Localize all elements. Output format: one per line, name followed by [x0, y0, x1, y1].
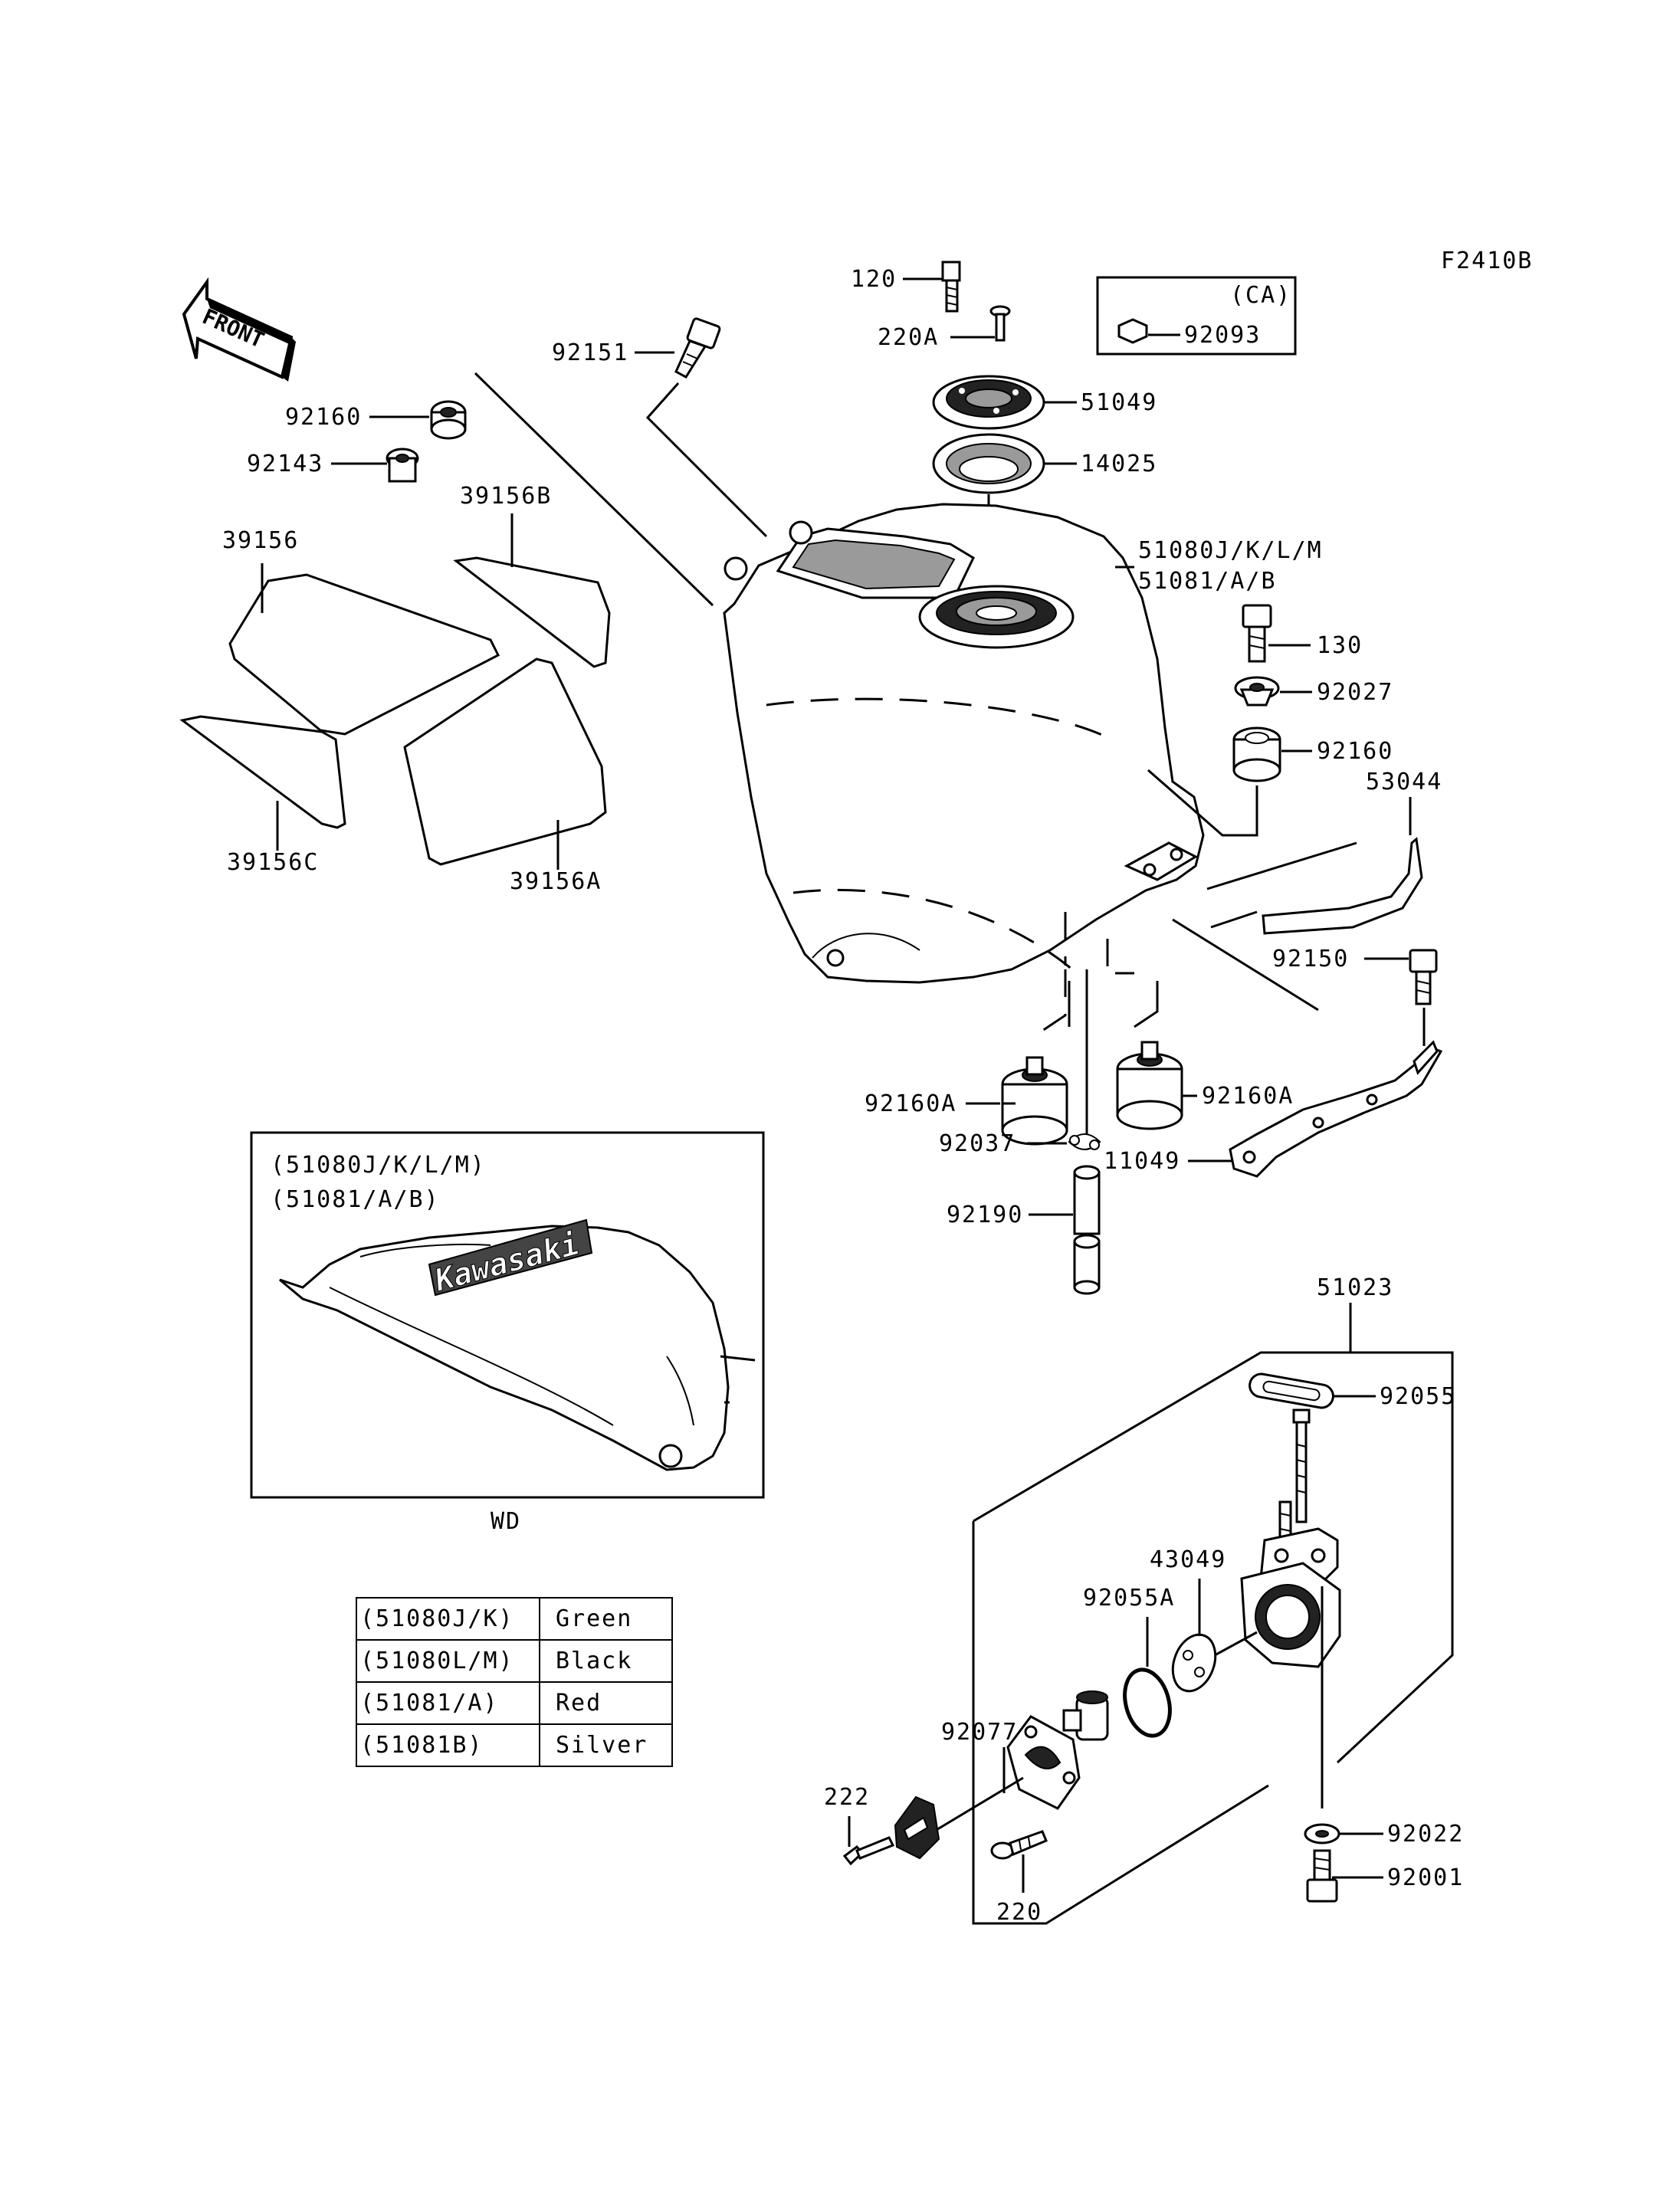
- label-51023: 51023: [1317, 1274, 1393, 1301]
- screw-222-icon: [842, 1836, 895, 1866]
- color-table-color: Black: [556, 1648, 632, 1674]
- label-14025: 14025: [1081, 451, 1157, 477]
- bolt-92001-icon: [1306, 1849, 1338, 1903]
- label-39156A: 39156A: [510, 868, 602, 895]
- bolt-92150-icon: [1409, 949, 1438, 1005]
- grommet-92160-right-icon: [1232, 726, 1281, 782]
- label-92151: 92151: [552, 339, 628, 366]
- label-220: 220: [996, 1899, 1042, 1926]
- o-ring-92055A-icon: [1123, 1667, 1172, 1738]
- label-220A: 220A: [878, 324, 939, 351]
- label-120: 120: [851, 266, 897, 293]
- collar-92143-icon: [386, 448, 419, 483]
- label-130: 130: [1317, 632, 1363, 659]
- mount-92160A-right-icon: [1116, 1041, 1183, 1130]
- label-222: 222: [824, 1784, 870, 1811]
- nut-icon: [1117, 318, 1148, 344]
- gasket-92055-icon: [1249, 1372, 1334, 1409]
- label-92143: 92143: [247, 451, 323, 477]
- mount-92160A-left-icon: [1001, 1056, 1068, 1146]
- inset-tank-icon: [279, 1218, 756, 1471]
- tank-label-2: 51081/A/B: [1138, 568, 1277, 595]
- label-39156: 39156: [222, 527, 299, 554]
- color-table: (51080J/K) Green (51080L/M) Black (51081…: [356, 1597, 673, 1767]
- label-11049: 11049: [1104, 1148, 1180, 1175]
- washer-92022-icon: [1304, 1823, 1340, 1844]
- wd-inset: (51080J/K/L/M) (51081/A/B) Kawasaki WD: [250, 1131, 765, 1535]
- cap-51049-icon: [932, 375, 1045, 430]
- label-92160A-right: 92160A: [1202, 1083, 1294, 1110]
- label-92160-right: 92160: [1317, 738, 1393, 765]
- label-92037: 92037: [939, 1130, 1016, 1157]
- bolt-92151-icon: [674, 317, 721, 379]
- label-92055: 92055: [1380, 1383, 1456, 1410]
- bolt-130-icon: [1242, 604, 1272, 663]
- ca-box: (CA) 92093: [1096, 276, 1297, 356]
- label-92160-top: 92160: [285, 404, 362, 431]
- color-table-color: Red: [556, 1690, 602, 1717]
- label-92190: 92190: [947, 1202, 1023, 1228]
- label-92001: 92001: [1387, 1864, 1464, 1891]
- inset-line-2: (51081/A/B): [271, 1186, 440, 1213]
- label-43049: 43049: [1150, 1546, 1226, 1573]
- label-92150: 92150: [1272, 946, 1349, 972]
- pad-39156B-icon: [453, 556, 611, 668]
- tank-label-1: 51080J/K/L/M: [1138, 537, 1323, 564]
- label-51049: 51049: [1081, 389, 1157, 416]
- color-table-part: (51081B): [360, 1732, 484, 1759]
- pad-39156C-icon: [179, 715, 346, 829]
- color-table-color: Silver: [556, 1732, 648, 1759]
- label-92027: 92027: [1317, 679, 1393, 706]
- diaphragm-43049-icon: [1171, 1633, 1217, 1693]
- label-39156B: 39156B: [460, 483, 552, 510]
- front-arrow-icon: FRONT: [182, 277, 296, 382]
- plate-92077-icon: [1006, 1715, 1081, 1810]
- diagram-code: F2410B: [1441, 248, 1533, 274]
- pad-39156-icon: [228, 573, 500, 736]
- screw-220-icon: [990, 1830, 1048, 1860]
- screw-220A-icon: [989, 305, 1011, 342]
- color-table-part: (51081/A): [360, 1690, 499, 1717]
- ca-box-part: 92093: [1184, 322, 1261, 349]
- valve-core-icon: [1062, 1690, 1109, 1741]
- ring-14025-icon: [932, 433, 1045, 494]
- inset-caption: WD: [491, 1508, 521, 1535]
- ca-box-tag: (CA): [1230, 282, 1291, 309]
- label-92077: 92077: [941, 1719, 1018, 1746]
- bracket-11049-icon: [1229, 1040, 1443, 1178]
- label-53044: 53044: [1366, 769, 1442, 795]
- label-39156C: 39156C: [227, 849, 319, 876]
- clip-92037-icon: [1068, 1133, 1101, 1150]
- color-table-color: Green: [556, 1605, 632, 1632]
- label-92022: 92022: [1387, 1821, 1464, 1848]
- fuel-tank-icon: [723, 503, 1205, 984]
- label-92055A: 92055A: [1083, 1585, 1175, 1612]
- grommet-92160-top-icon: [430, 400, 467, 440]
- inset-line-1: (51080J/K/L/M): [271, 1152, 486, 1179]
- knob-icon: [894, 1795, 940, 1860]
- color-table-part: (51080J/K): [360, 1605, 514, 1632]
- color-table-part: (51080L/M): [360, 1648, 514, 1674]
- bolt-120-icon: [941, 261, 961, 313]
- hose-92190-icon: [1073, 1165, 1101, 1295]
- collar-92027-icon: [1234, 676, 1280, 707]
- strip-53044-icon: [1262, 837, 1423, 935]
- label-92160A-left: 92160A: [865, 1090, 956, 1117]
- fuel-cock-body-icon: [1240, 1408, 1341, 1668]
- pad-39156A-icon: [403, 657, 607, 866]
